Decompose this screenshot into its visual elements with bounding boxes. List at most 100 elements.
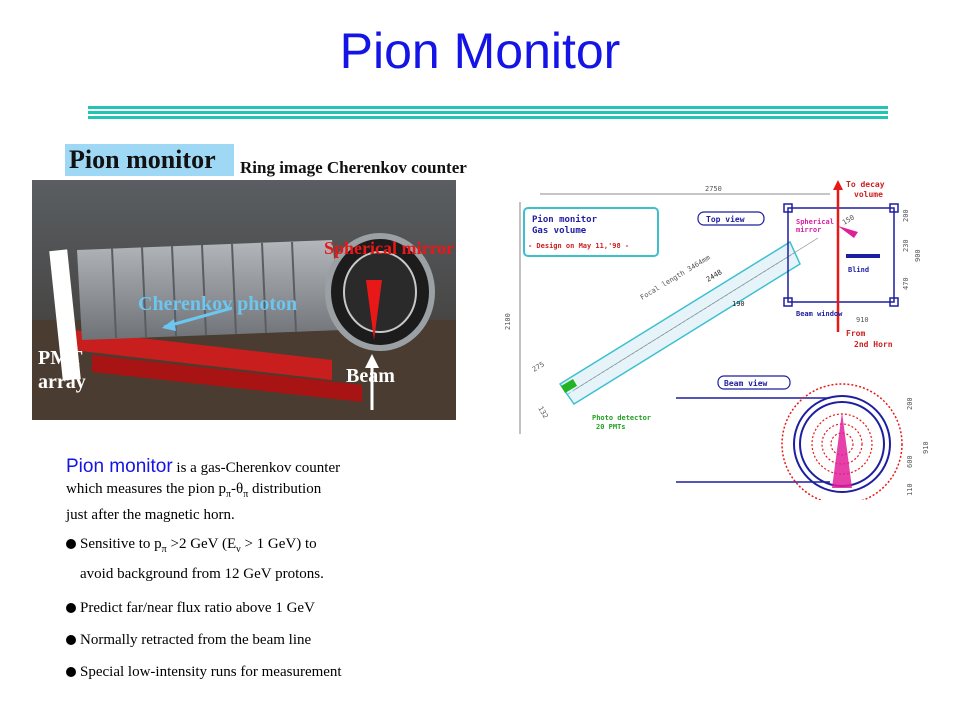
beam-view-label: Beam view <box>724 378 768 388</box>
beam-view-pipe-outer <box>793 395 891 493</box>
focal-length-label: Focal length 3464mm <box>639 254 712 302</box>
blind-element <box>846 254 880 258</box>
slide-title: Pion Monitor <box>339 23 621 79</box>
spherical-mirror-line1: Spherical <box>796 218 834 226</box>
top-view-label: Top view <box>706 214 745 224</box>
beam-label: Beam <box>346 365 395 387</box>
beam-dim-910: 910 <box>922 441 930 454</box>
description-line2-post: distribution <box>248 481 322 497</box>
dim-230: 230 <box>902 239 910 252</box>
dim-132: 132 <box>536 405 549 420</box>
description-line3: just after the magnetic horn. <box>66 507 235 523</box>
bullet-1-sub-pi: π <box>161 544 167 555</box>
dim-275: 275 <box>531 360 546 373</box>
from-line1: From <box>846 329 865 338</box>
title-rule-middle <box>88 111 888 114</box>
flange-bl <box>783 297 793 307</box>
blind-label: Blind <box>848 266 869 274</box>
flange-tr <box>889 203 899 213</box>
dim-190: 190 <box>732 300 745 308</box>
description-sub-pi1: π <box>225 489 232 500</box>
gas-vessel-body <box>77 240 342 340</box>
beam-arrowhead <box>365 354 379 368</box>
beam-view-outer-ring <box>781 383 903 500</box>
photo-detector-line2: 20 PMTs <box>596 423 626 431</box>
bullet-3-text: Normally retracted from the beam line <box>80 632 312 648</box>
beam-window-label: Beam window <box>796 310 843 318</box>
cherenkov-photon-label: Cherenkov photon <box>138 293 297 315</box>
description-paragraph: Pion monitor is a gas-Cherenkov counter … <box>66 456 466 526</box>
photo-detector-pmts <box>560 378 578 394</box>
photo-label-side: Ring image Cherenkov counter <box>240 158 467 177</box>
drawing-title-line1: Pion monitor <box>532 214 598 225</box>
bullet-1-sub-nu: ν <box>236 544 241 555</box>
spherical-mirror-element <box>838 226 858 238</box>
vessel-ribs <box>111 241 297 339</box>
bullet-1-pre: Sensitive to p <box>80 536 162 552</box>
beam-view-mirror <box>832 412 852 488</box>
flange-tl <box>783 203 793 213</box>
bullet-item-4: Special low-intensity runs for measureme… <box>66 662 506 682</box>
beam-dim-110: 110 <box>906 483 914 496</box>
description-line2-pre: which measures the pion p <box>66 481 226 497</box>
cherenkov-photon-arrow-line <box>163 306 233 329</box>
from-line2: 2nd Horn <box>854 340 893 349</box>
bullet-dot <box>66 603 76 613</box>
bullet-item-1: Sensitive to pπ >2 GeV (Eν > 1 GeV) to a… <box>66 532 506 586</box>
beam-view-label-box <box>717 375 791 390</box>
spherical-mirror-label: Spherical mirror <box>324 238 454 258</box>
to-decay-line2: volume <box>854 190 883 199</box>
bullet-dot <box>66 667 76 677</box>
spherical-mirror-line2: mirror <box>796 226 821 234</box>
dim-470: 470 <box>902 277 910 290</box>
dim-2448: 2448 <box>705 268 724 284</box>
to-decay-line1: To decay <box>846 180 885 189</box>
beam-direction-arrowhead <box>833 180 843 190</box>
description-lead: Pion monitor <box>66 456 173 477</box>
title-rule-top <box>88 106 888 109</box>
dim-2100: 2100 <box>504 313 512 330</box>
description-line2: which measures the pion pπ-θπ distributi… <box>66 479 466 505</box>
pion-monitor-drawing: 2750 2100 Pion monitor Gas volume - Desi… <box>504 180 930 500</box>
bullet-1-line2: avoid background from 12 GeV protons. <box>80 566 324 582</box>
bullet-2-text: Predict far/near flux ratio above 1 GeV <box>80 600 315 616</box>
bullet-list: Sensitive to pπ >2 GeV (Eν > 1 GeV) to a… <box>66 532 506 682</box>
focal-length-line <box>573 237 819 391</box>
bullet-1-mid: >2 GeV (E <box>166 536 237 552</box>
bullet-item-3: Normally retracted from the beam line <box>66 630 506 650</box>
dim-200: 200 <box>902 209 910 222</box>
beam-pipe-frame <box>787 207 895 303</box>
photo-detector-line1: Photo detector <box>592 414 651 422</box>
description-sub-pi2: π <box>243 489 249 500</box>
drawing-design-date: - Design on May 11,'98 - <box>528 242 629 250</box>
dim-150: 150 <box>841 213 856 226</box>
cherenkov-photon-arrowhead <box>162 319 176 331</box>
pion-monitor-photo-panel: Pion monitor Ring image Cherenkov counte… <box>32 140 477 420</box>
bullet-dot <box>66 539 76 549</box>
dim-900: 900 <box>914 249 922 262</box>
description-line1: Pion monitor is a gas-Cherenkov counter <box>66 456 466 479</box>
description-line1-rest: is a gas-Cherenkov counter <box>172 460 341 476</box>
pmt-array-bar <box>49 249 81 381</box>
bullet-1-post: > 1 GeV) to <box>240 536 317 552</box>
bullet-item-2: Predict far/near flux ratio above 1 GeV <box>66 598 506 618</box>
flange-br <box>889 297 899 307</box>
dim-910: 910 <box>856 316 869 324</box>
red-base-frame <box>92 355 362 402</box>
drawing-title-line2: Gas volume <box>532 226 587 236</box>
drawing-title-box <box>523 207 659 257</box>
dim-2750: 2750 <box>705 185 722 193</box>
top-view-label-box <box>697 211 765 226</box>
description-theta: -θ <box>231 481 244 497</box>
pmt-label-line2: array <box>38 371 86 393</box>
pion-monitor-photo: Cherenkov photon Spherical mirror PMT ar… <box>32 180 456 420</box>
photo-label-box: Pion monitor <box>65 144 234 176</box>
title-rule-bottom <box>88 116 888 119</box>
bullet-dot <box>66 635 76 645</box>
red-support-frame <box>72 330 332 380</box>
beam-dim-200: 200 <box>906 397 914 410</box>
gas-volume-top <box>558 240 801 406</box>
bullet-4-text: Special low-intensity runs for measureme… <box>80 664 342 680</box>
beam-dim-600: 600 <box>906 455 914 468</box>
pmt-label-line1: PMT <box>38 347 83 369</box>
